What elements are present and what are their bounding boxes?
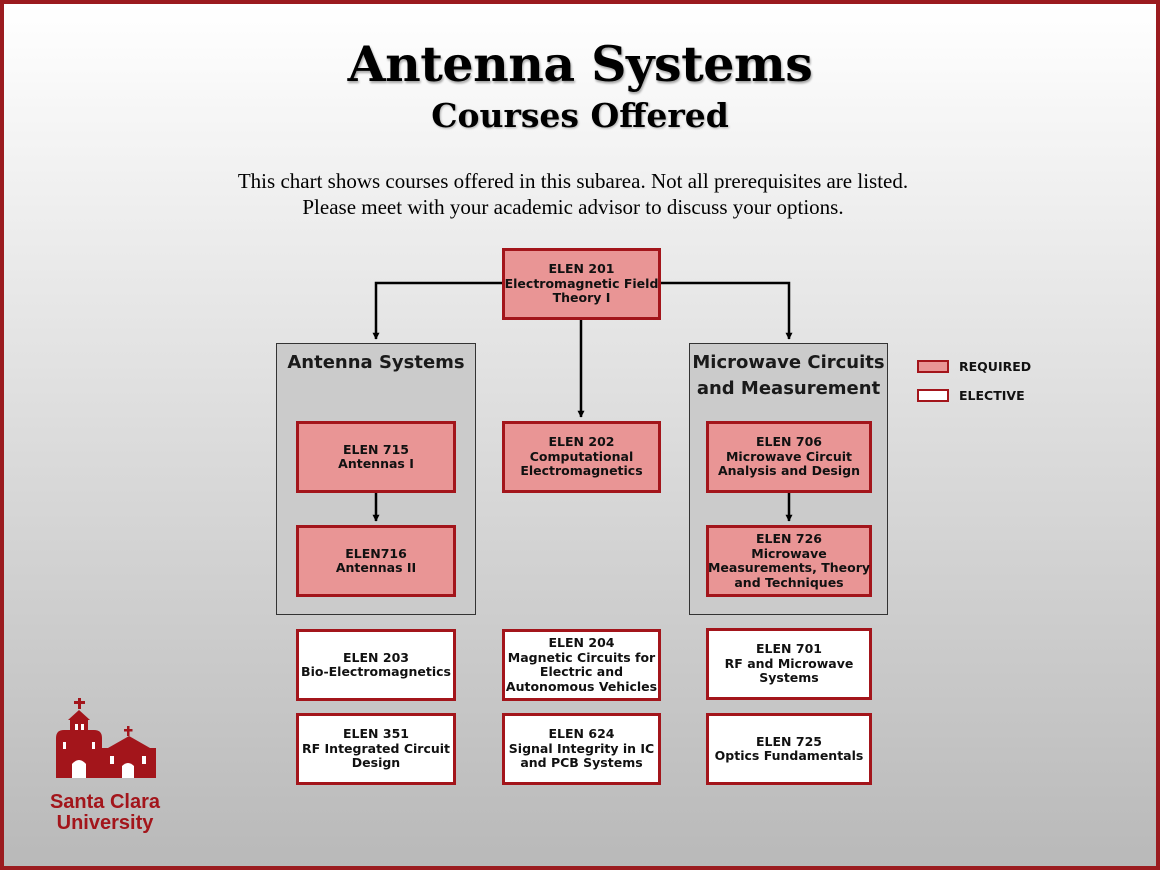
- page-subtitle: Courses Offered: [431, 96, 729, 135]
- course-code: ELEN 726: [756, 531, 822, 546]
- course-name-line: Theory I: [552, 290, 611, 306]
- course-name-line: Bio-Electromagnetics: [301, 664, 451, 679]
- course-name-line: Microwave: [751, 545, 827, 561]
- course-name-line: Antennas II: [335, 560, 417, 575]
- course-elen-715: ELEN 715 Antennas I: [296, 421, 456, 493]
- course-code: ELEN 715: [343, 441, 409, 457]
- course-elen-203: ELEN 203 Bio-Electromagnetics: [296, 629, 456, 701]
- course-code: ELEN 202: [548, 434, 615, 450]
- course-name-line: RF and Microwave: [724, 655, 854, 671]
- course-code: ELEN 706: [756, 434, 822, 450]
- group-title: Microwave Circuits and Measurement: [690, 350, 887, 402]
- course-code: ELEN 204: [548, 635, 615, 650]
- legend-elective: ELECTIVE: [917, 388, 1025, 403]
- course-code: ELEN 351: [343, 726, 409, 742]
- course-name-line: Microwave Circuit: [725, 448, 853, 464]
- course-elen-725: ELEN 725 Optics Fundamentals: [706, 713, 872, 785]
- course-elen-202: ELEN 202 Computational Electromagnetics: [502, 421, 661, 493]
- arrow-201-to-microwave-group: [661, 281, 793, 340]
- logo-line: University: [56, 812, 154, 834]
- course-name-line: Electric and: [539, 664, 624, 679]
- course-elen-204: ELEN 204 Magnetic Circuits for Electric …: [502, 629, 661, 701]
- course-code: ELEN716: [345, 545, 407, 561]
- page-title: Antenna Systems: [347, 35, 813, 93]
- logo-line: Santa Clara: [49, 791, 161, 813]
- course-name-line: Measurements, Theory: [707, 560, 871, 575]
- course-name-line: and Techniques: [734, 574, 844, 590]
- logo-text: Santa Clara University: [40, 792, 170, 834]
- course-name-line: Electromagnetics: [520, 463, 643, 479]
- course-elen-351: ELEN 351 RF Integrated Circuit Design: [296, 713, 456, 785]
- legend-swatch-required: [917, 360, 949, 373]
- mission-church-icon: [56, 698, 156, 778]
- course-elen-201: ELEN 201 Electromagnetic Field Theory I: [502, 248, 661, 320]
- intro-text: This chart shows courses offered in this…: [4, 168, 1142, 220]
- course-name-line: Computational: [529, 448, 634, 464]
- legend-label: REQUIRED: [959, 359, 1032, 374]
- course-name-line: and PCB Systems: [520, 755, 643, 771]
- course-elen-706: ELEN 706 Microwave Circuit Analysis and …: [706, 421, 872, 493]
- legend-required: REQUIRED: [917, 359, 1031, 374]
- course-elen-716: ELEN716 Antennas II: [296, 525, 456, 597]
- course-elen-624: ELEN 624 Signal Integrity in IC and PCB …: [502, 713, 661, 785]
- course-code: ELEN 624: [548, 726, 615, 742]
- intro-line: This chart shows courses offered in this…: [237, 169, 909, 193]
- course-name-line: Optics Fundamentals: [714, 748, 864, 763]
- course-name-line: Autonomous Vehicles: [505, 678, 658, 694]
- group-title-line: Microwave Circuits: [692, 352, 885, 373]
- course-elen-701: ELEN 701 RF and Microwave Systems: [706, 628, 872, 700]
- arrow-201-to-antenna-group: [372, 281, 502, 340]
- course-code: ELEN 725: [756, 733, 822, 749]
- prerequisite-arrows: [372, 281, 793, 522]
- group-title-line: Antenna Systems: [287, 352, 465, 373]
- group-title: Antenna Systems: [277, 350, 475, 376]
- course-name-line: Magnetic Circuits for: [507, 649, 656, 665]
- course-code: ELEN 203: [343, 649, 409, 665]
- course-code: ELEN 701: [756, 641, 822, 657]
- legend-swatch-elective: [917, 389, 949, 402]
- university-logo: Santa Clara University: [40, 698, 180, 844]
- course-name-line: Systems: [759, 670, 819, 686]
- group-title-line: and Measurement: [696, 378, 881, 399]
- course-code: ELEN 201: [548, 261, 615, 277]
- course-name-line: Analysis and Design: [717, 463, 861, 479]
- intro-line: Please meet with your academic advisor t…: [302, 195, 844, 219]
- course-name-line: Electromagnetic Field: [504, 275, 659, 291]
- course-name-line: RF Integrated Circuit: [302, 740, 451, 756]
- legend-label: ELECTIVE: [959, 388, 1025, 403]
- course-name-line: Signal Integrity in IC: [508, 740, 655, 756]
- course-name-line: Antennas I: [338, 456, 414, 471]
- course-name-line: Design: [351, 755, 401, 771]
- course-elen-726: ELEN 726 Microwave Measurements, Theory …: [706, 525, 872, 597]
